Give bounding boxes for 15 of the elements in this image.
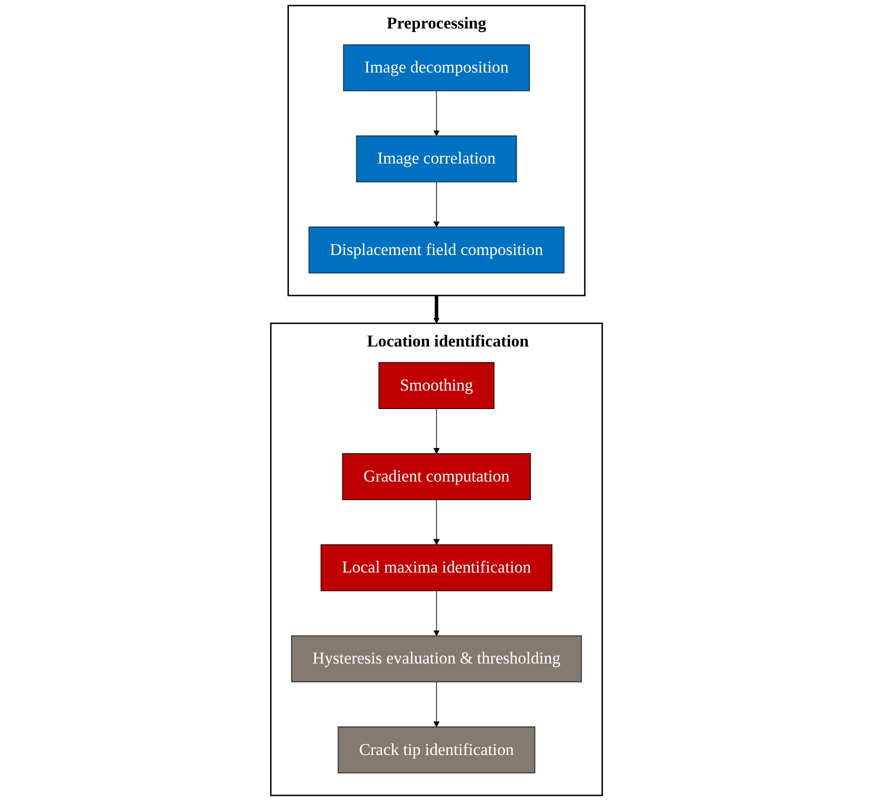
node-box: Displacement field composition	[308, 226, 564, 274]
node-box: Crack tip identification	[338, 726, 536, 774]
arrow	[433, 181, 440, 228]
node-box: Hysteresis evaluation & thresholding	[291, 635, 582, 682]
arrow	[433, 590, 440, 636]
arrow	[433, 681, 440, 728]
arrow	[433, 408, 440, 454]
node-box: Smoothing	[378, 362, 495, 410]
arrow	[433, 90, 440, 136]
node-box: Local maxima identification	[320, 544, 552, 592]
arrow	[433, 499, 440, 546]
node-box: Image correlation	[356, 135, 517, 182]
arrow	[433, 296, 440, 324]
node-box: Image decomposition	[343, 44, 530, 92]
node-box: Gradient computation	[342, 453, 531, 500]
